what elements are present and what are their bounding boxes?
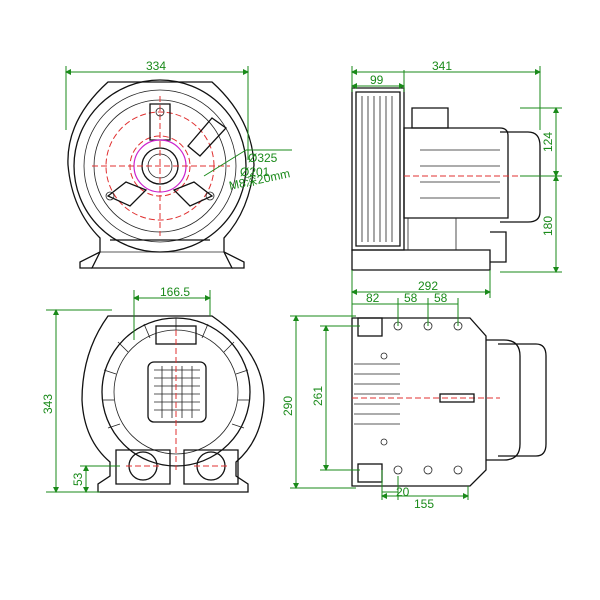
dim-plan: 290 261 82 58 58 20 155 bbox=[281, 291, 469, 511]
plan-spacing-1-label: 82 bbox=[366, 291, 380, 305]
rear-fins bbox=[102, 318, 250, 429]
front-width-label: 334 bbox=[146, 59, 166, 73]
rear-width-label: 166.5 bbox=[160, 285, 190, 299]
rear-view bbox=[81, 315, 265, 493]
plan-spacing-2-label: 58 bbox=[404, 291, 418, 305]
side-lower-height-label: 180 bbox=[541, 216, 555, 236]
dim-side-right: 124 180 bbox=[500, 107, 562, 273]
plan-fins bbox=[354, 363, 400, 425]
plan-base-length-label: 155 bbox=[414, 497, 434, 511]
flange-bolt-circle-label: Ø325 bbox=[248, 151, 278, 165]
rear-port-height-label: 53 bbox=[71, 472, 85, 486]
dim-rear: 166.5 343 53 bbox=[41, 285, 211, 493]
rear-height-label: 343 bbox=[41, 394, 55, 414]
front-view bbox=[67, 79, 255, 269]
side-fins bbox=[361, 96, 393, 242]
flange-callout: Ø325 Ø201 M8深20mm bbox=[203, 149, 292, 193]
side-upper-height-label: 124 bbox=[541, 132, 555, 152]
dim-side-bottom: 292 bbox=[351, 270, 491, 298]
side-depth-label: 99 bbox=[370, 73, 384, 87]
side-bottom-length-label: 292 bbox=[418, 279, 438, 293]
plan-offset-label: 20 bbox=[396, 485, 410, 499]
plan-spacing-3-label: 58 bbox=[434, 291, 448, 305]
plan-view bbox=[351, 317, 547, 487]
side-length-label: 341 bbox=[432, 59, 452, 73]
flange-inner-circle-label: Ø201 bbox=[240, 165, 270, 179]
dim-front-width: 334 bbox=[65, 59, 249, 160]
dim-side-top: 341 99 bbox=[351, 59, 541, 130]
plan-outer-height-label: 290 bbox=[281, 396, 295, 416]
fan-grille bbox=[154, 366, 200, 418]
side-view bbox=[351, 87, 556, 271]
plan-inner-height-label: 261 bbox=[311, 386, 325, 406]
